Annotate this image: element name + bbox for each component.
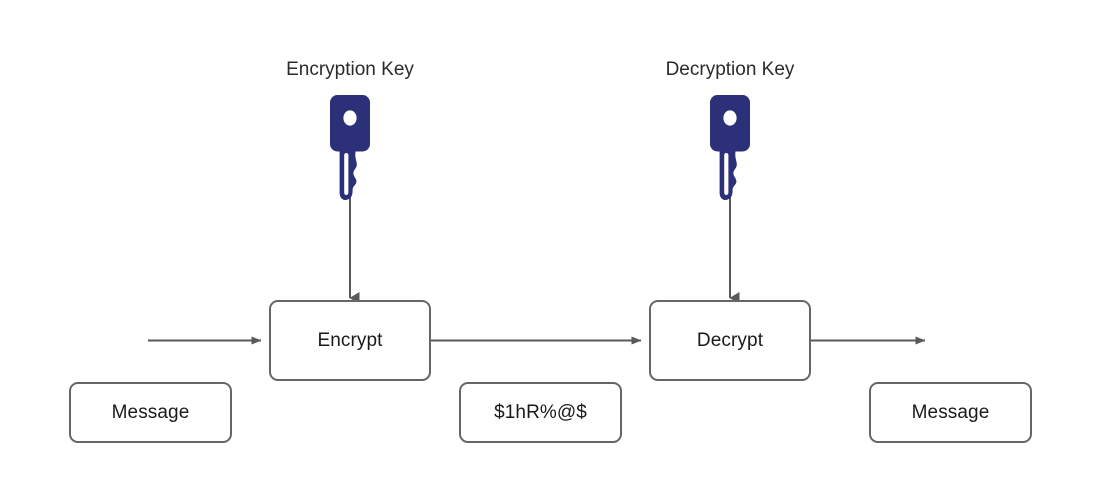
encrypt-process-box[interactable]: Encrypt (269, 300, 431, 381)
decrypt-process-box[interactable]: Decrypt (649, 300, 811, 381)
decrypt-label: Decrypt (696, 330, 764, 351)
key-icon (330, 95, 370, 208)
ciphertext-label: $1hR%@$ (494, 402, 587, 423)
key-icon (710, 95, 750, 208)
decryption-key-label: Decryption Key (665, 59, 795, 80)
ciphertext-box[interactable]: $1hR%@$ (459, 382, 622, 443)
plaintext-output-box[interactable]: Message (869, 382, 1032, 443)
encryption-key-label: Encryption Key (286, 59, 414, 80)
encrypt-label: Encrypt (317, 330, 383, 351)
plaintext-output-label: Message (911, 402, 990, 423)
plaintext-input-box[interactable]: Message (69, 382, 232, 443)
plaintext-input-label: Message (111, 402, 190, 423)
